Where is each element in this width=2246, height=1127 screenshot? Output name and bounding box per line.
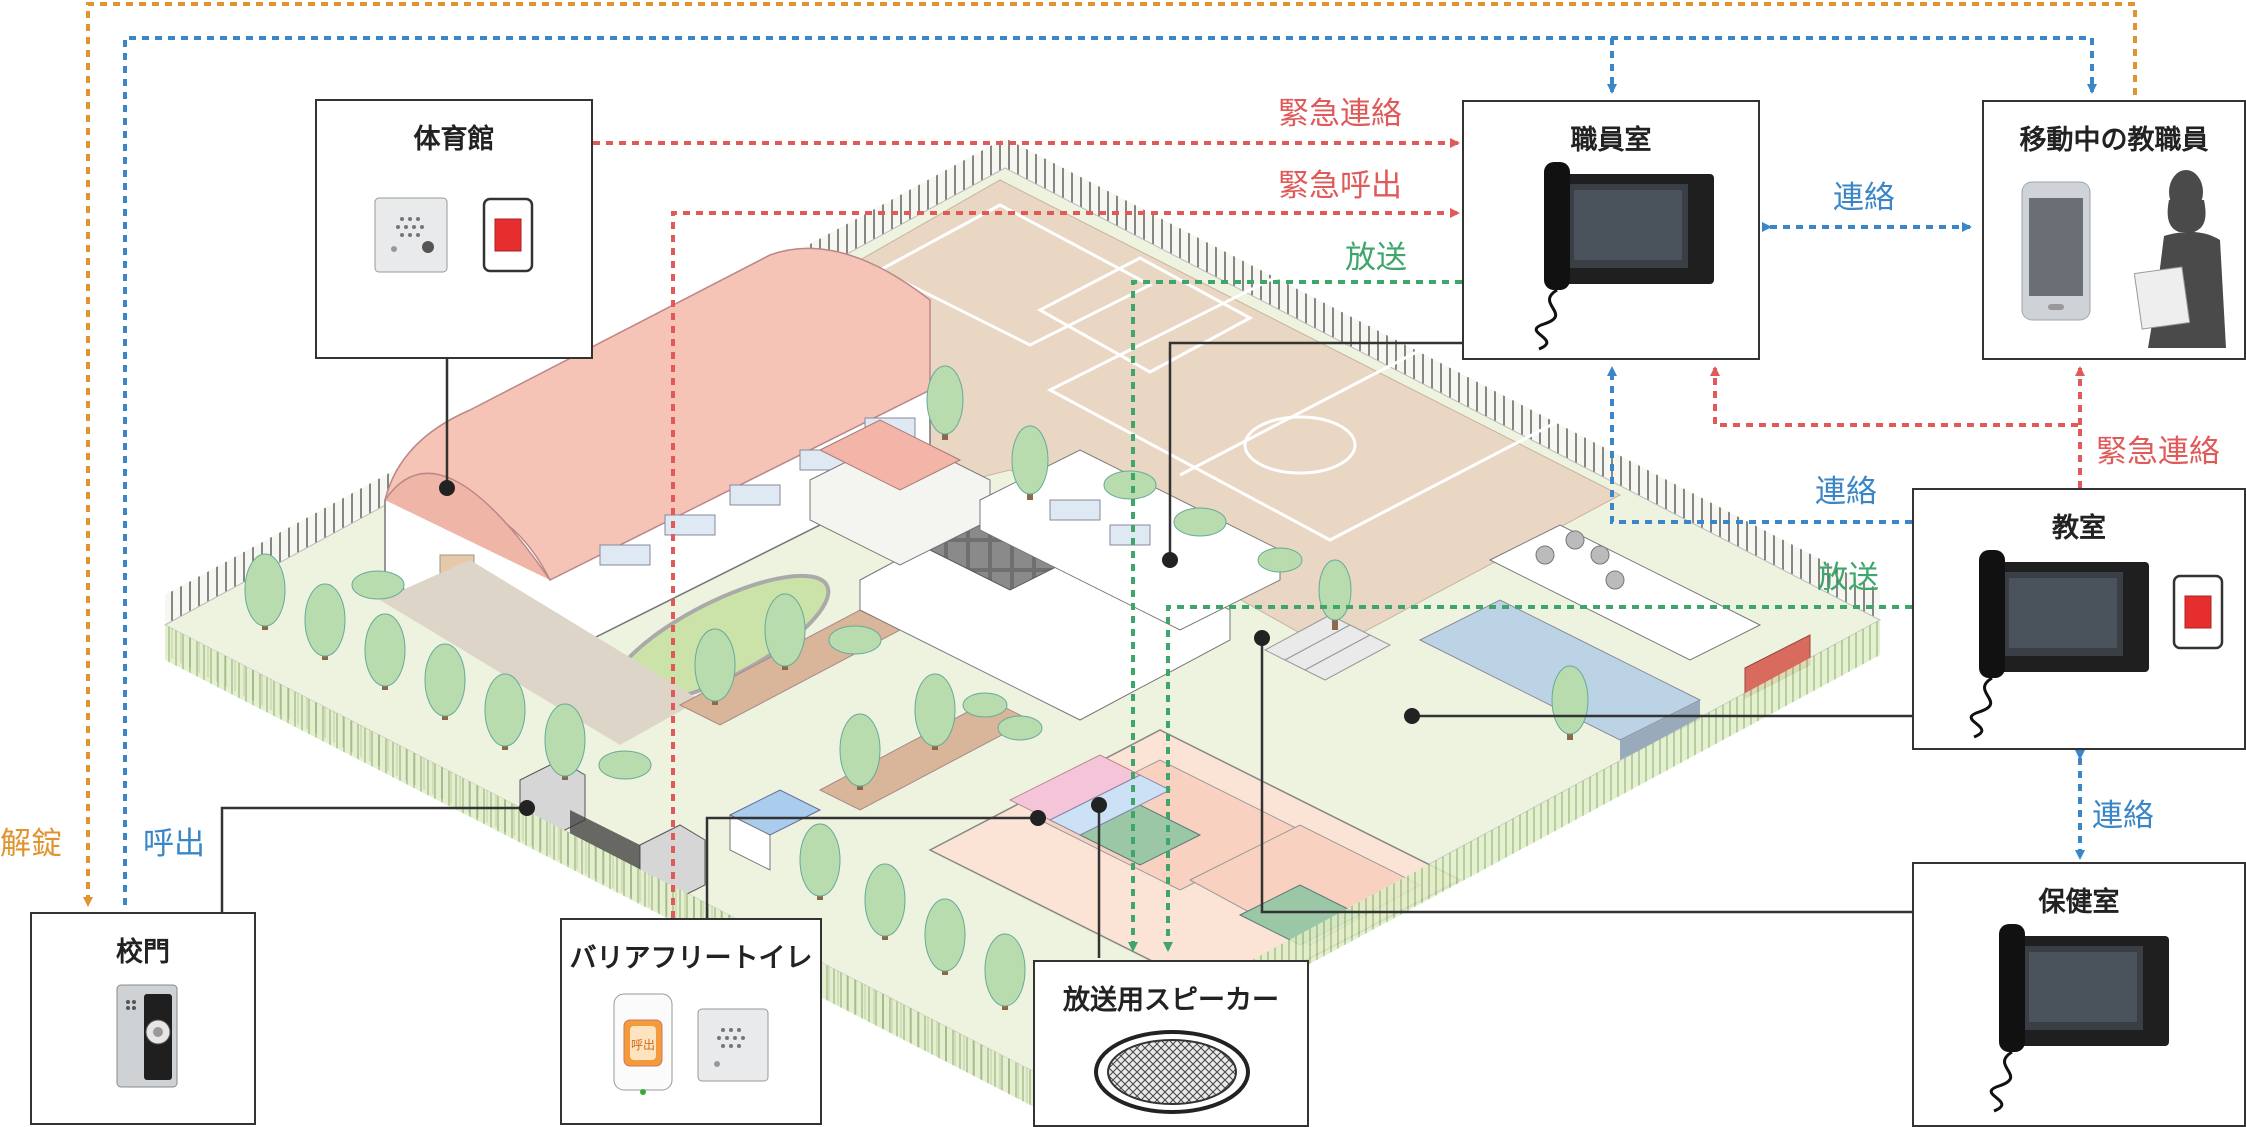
box-title-gym: 体育館 [413,124,495,155]
box-staff-room: 職員室 [1462,100,1760,360]
flow-label-broadcast: 放送 [1345,240,1407,276]
emergency-button-icon [2172,574,2224,650]
box-pa-speaker: 放送用スピーカー [1033,960,1309,1127]
flow-label-emergency-contact: 緊急連絡 [1278,96,1402,132]
box-barrier-free-toilet: バリアフリートイレ 呼出 [560,918,822,1125]
flow-label-emergency-call: 緊急呼出 [1278,168,1402,204]
box-title-mobile-staff: 移動中の教職員 [2019,125,2209,156]
flow-label-broadcast-classroom: 放送 [1817,560,1879,596]
handset-monitor-icon [1534,162,1714,351]
flow-label-unlock: 解錠 [0,826,62,862]
box-title-school-gate: 校門 [116,937,170,968]
flow-label-contact-staff-mobile: 連絡 [1833,180,1895,216]
trees [244,365,1589,1010]
handset-monitor-icon [1969,550,2149,739]
box-mobile-staff: 移動中の教職員 [1982,100,2246,360]
flow-label-emergency-contact-classroom: 緊急連絡 [2096,434,2220,470]
box-gym: 体育館 [315,99,593,359]
flow-label-contact-classroom-health: 連絡 [2092,798,2154,834]
box-school-gate: 校門 [30,912,256,1125]
handset-monitor-icon [1989,924,2169,1113]
door-station-icon [116,984,178,1088]
box-classroom: 教室 [1912,488,2246,750]
box-title-health-room: 保健室 [2038,887,2120,918]
emergency-button-icon [482,197,534,273]
call-button-label: 呼出 [631,1038,655,1052]
flow-label-call: 呼出 [143,826,205,862]
box-title-barrier-free-toilet: バリアフリートイレ [569,943,813,974]
flow-label-contact-classroom-staff: 連絡 [1815,474,1877,510]
box-health-room: 保健室 [1912,862,2246,1127]
speaker-grille-icon [697,1008,769,1082]
person-silhouette-icon [2134,170,2226,348]
call-button-icon: 呼出 [613,993,673,1095]
box-title-classroom: 教室 [2052,513,2106,544]
smartphone-icon [2021,181,2091,321]
speaker-grille-icon [374,197,448,273]
speaker-grille-icon [1094,1030,1250,1114]
box-title-pa-speaker: 放送用スピーカー [1063,985,1279,1016]
box-title-staff-room: 職員室 [1570,125,1652,156]
